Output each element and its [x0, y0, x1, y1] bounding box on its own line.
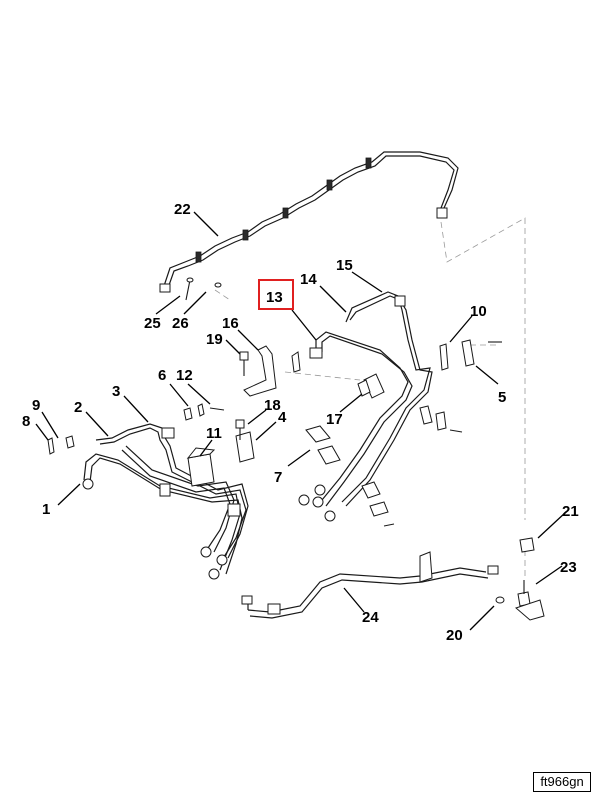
callout-14: 14	[300, 271, 317, 288]
small-fasteners-left	[47, 403, 225, 455]
callout-5: 5	[498, 389, 506, 406]
callout-1: 1	[42, 501, 50, 518]
middle-line-clamps	[305, 405, 463, 527]
callout-13: 13	[266, 289, 283, 306]
callout-3: 3	[112, 383, 120, 400]
callout-24: 24	[362, 609, 379, 626]
part-4-18-bracket	[235, 419, 255, 463]
callout-17: 17	[326, 411, 343, 428]
callout-10: 10	[470, 303, 487, 320]
part-22-return-line	[159, 151, 459, 293]
leader-lines	[35, 211, 567, 631]
callout-4: 4	[278, 409, 287, 426]
callout-19: 19	[206, 331, 223, 348]
figure-id-label: ft966gn	[533, 772, 591, 792]
part-24-lower-return-line	[241, 551, 499, 619]
part-10-5-clamps	[439, 339, 502, 371]
callout-8: 8	[22, 413, 30, 430]
part-17-clamp	[357, 373, 385, 399]
part-13-14-15-lines	[298, 291, 433, 522]
part-19-bolt	[239, 351, 249, 376]
callout-9: 9	[32, 397, 40, 414]
part-11-bracket	[186, 447, 216, 487]
callout-18: 18	[264, 397, 281, 414]
callout-6: 6	[158, 367, 166, 384]
callout-labels: 1 2 3 4 5 6 7 8 9 10 11 12 13 14 15 16 1…	[22, 201, 579, 644]
dashed-reference-lines	[214, 217, 526, 580]
callout-23: 23	[560, 559, 577, 576]
callout-7: 7	[274, 469, 282, 486]
callout-13-highlight-box	[258, 279, 294, 310]
callout-21: 21	[562, 503, 579, 520]
callout-16: 16	[222, 315, 239, 332]
callout-2: 2	[74, 399, 82, 416]
callout-11: 11	[206, 425, 222, 442]
callout-12: 12	[176, 367, 193, 384]
part-16-bracket	[243, 345, 301, 397]
part-1-2-3-line-bundle	[82, 423, 249, 580]
callout-25: 25	[144, 315, 161, 332]
part-21-23-20-fittings	[495, 537, 545, 621]
callout-15: 15	[336, 257, 353, 274]
part-25-26-fasteners	[185, 277, 222, 301]
callout-20: 20	[446, 627, 463, 644]
callout-22: 22	[174, 201, 191, 218]
callout-26: 26	[172, 315, 189, 332]
